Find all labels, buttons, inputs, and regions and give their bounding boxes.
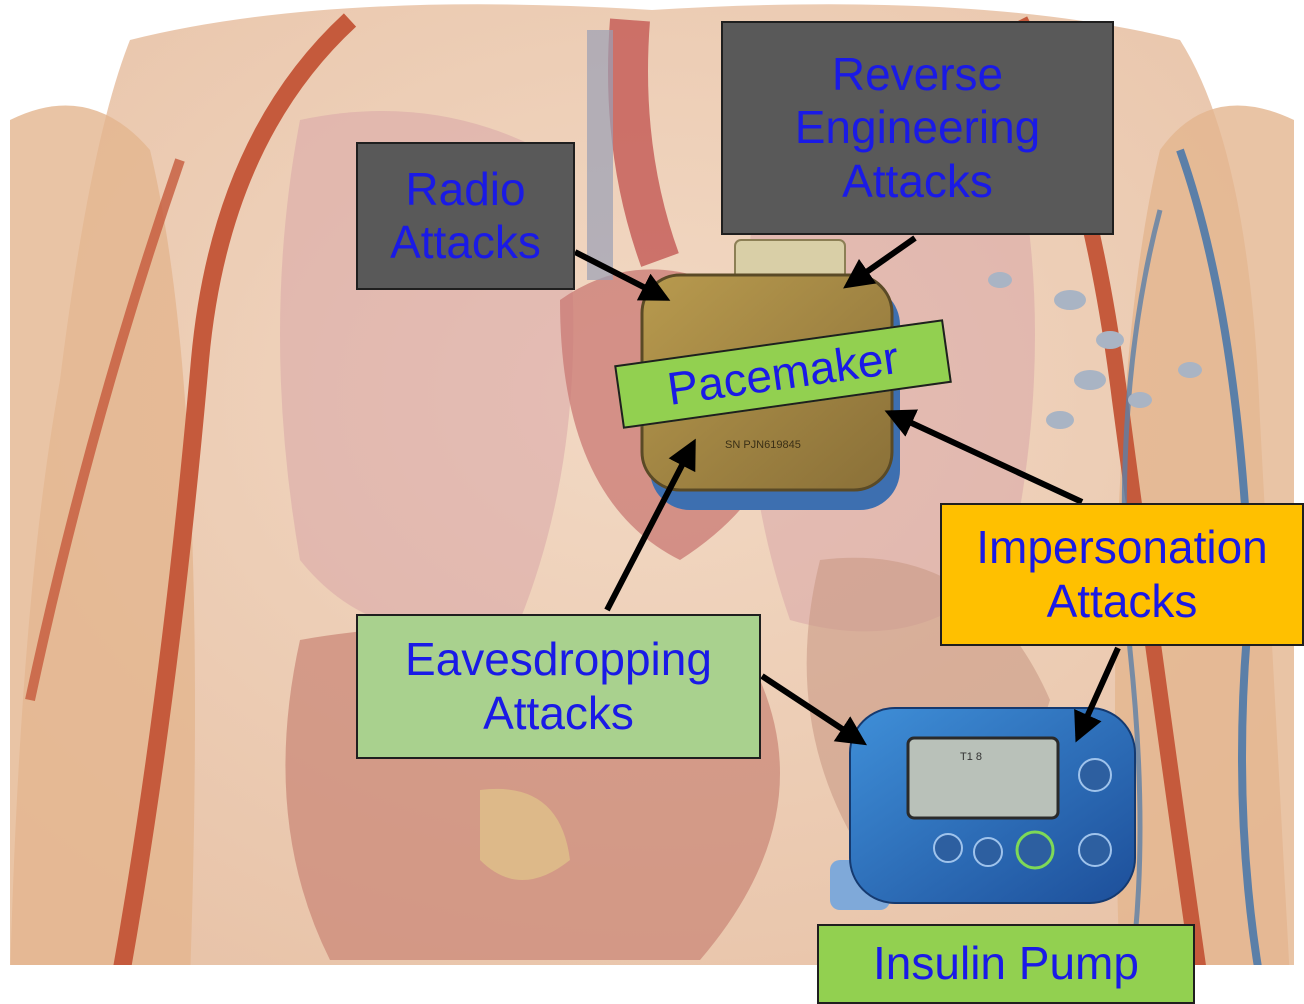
reverse-engineering-attacks-label: Reverse Engineering Attacks	[721, 21, 1114, 235]
insulin-pump-device: T1 8	[830, 708, 1135, 910]
pump-display-text: T1 8	[960, 751, 982, 763]
reverse-engineering-line-3: Attacks	[842, 155, 993, 208]
radio-attacks-label: Radio Attacks	[356, 142, 575, 290]
insulin-pump-label: Insulin Pump	[817, 924, 1195, 1004]
radio-attacks-line-2: Attacks	[390, 216, 541, 269]
insulin-pump-label-text: Insulin Pump	[873, 937, 1139, 990]
reverse-engineering-line-1: Reverse	[832, 48, 1003, 101]
impersonation-line-1: Impersonation	[976, 521, 1268, 574]
radio-attacks-line-1: Radio	[405, 163, 525, 216]
eavesdropping-attacks-label: Eavesdropping Attacks	[356, 614, 761, 759]
eavesdropping-line-1: Eavesdropping	[405, 633, 712, 686]
eavesdropping-line-2: Attacks	[483, 687, 634, 740]
reverse-engineering-line-2: Engineering	[795, 101, 1041, 154]
impersonation-attacks-label: Impersonation Attacks	[940, 503, 1304, 646]
impersonation-line-2: Attacks	[1047, 575, 1198, 628]
pacemaker-serial: SN PJN619845	[725, 439, 801, 451]
